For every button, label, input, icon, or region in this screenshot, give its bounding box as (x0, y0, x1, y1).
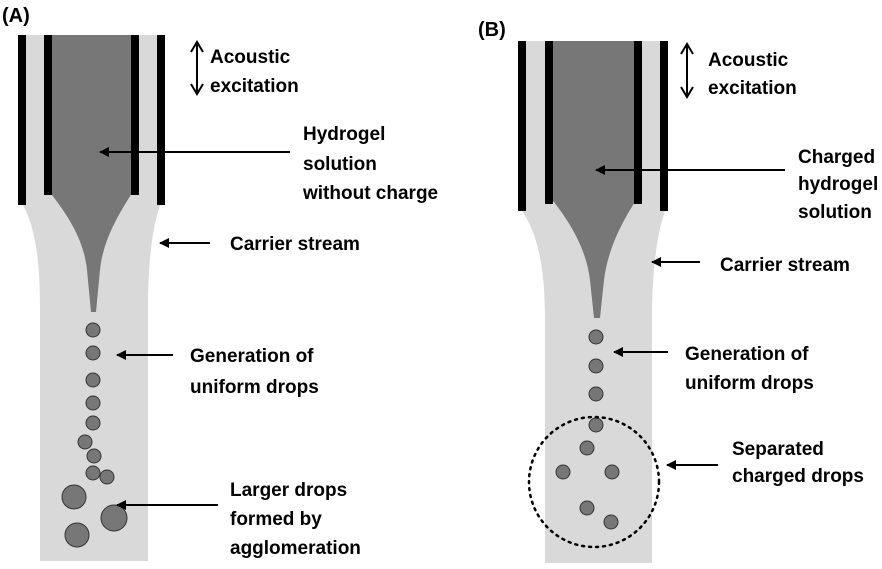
large-drop (100, 504, 128, 532)
panel-a-hydrogel-label: Hydrogel (303, 124, 385, 145)
panel-a-carrier-label: Carrier stream (230, 234, 360, 255)
panel-b-separated-label: charged drops (732, 466, 864, 487)
drop (77, 434, 93, 450)
drop (85, 322, 101, 338)
large-drop (64, 522, 90, 548)
drop (604, 464, 620, 480)
panel-b-acoustic-label: Acoustic (708, 50, 789, 71)
panel-b-inner-wall-right (634, 41, 642, 204)
panel-b-outer-wall-right (660, 41, 668, 211)
large-drop (61, 484, 87, 510)
drop (555, 464, 571, 480)
panel-a-hydrogel-label: without charge (302, 183, 438, 204)
panel-b-drops (555, 329, 620, 530)
panel-a-hydrogel-label: solution (303, 154, 377, 175)
drop (588, 417, 604, 433)
panel-a-acoustic-label: Acoustic (210, 47, 291, 68)
panel-b-generation-label: uniform drops (685, 373, 814, 394)
panel-b-separated-label: Separated (732, 439, 824, 460)
panel-b-charged-label: Charged (798, 147, 875, 168)
drop (588, 358, 604, 374)
drop (588, 386, 604, 402)
panel-a-outer-wall-left (18, 35, 26, 205)
panel-a-label: (A) (2, 5, 30, 27)
drop (603, 514, 619, 530)
panel-b-outer-wall-left (518, 41, 526, 211)
panel-a-larger-label: formed by (230, 509, 322, 530)
drop (99, 469, 115, 485)
panel-a-generation-label: uniform drops (190, 377, 319, 398)
panel-b-inner-wall-left (545, 41, 553, 204)
panel-a-drops (61, 322, 128, 548)
drop (86, 448, 102, 464)
panel-a-hydrogel-core (48, 35, 134, 312)
panel-a-inner-wall-left (44, 35, 52, 195)
drop (85, 345, 101, 361)
panel-b-acoustic-label: excitation (708, 78, 797, 99)
panel-b-generation-label: Generation of (685, 344, 809, 365)
drop (579, 440, 595, 456)
panel-b-hydrogel-core (550, 41, 638, 318)
panel-b-label: (B) (478, 19, 506, 41)
drop (85, 372, 101, 388)
panel-b-acoustic-arrow (680, 42, 694, 99)
drop (85, 465, 101, 481)
panel-a-outer-wall-right (157, 35, 165, 205)
drop (579, 500, 595, 516)
panel-a-larger-label: Larger drops (230, 480, 347, 501)
drop (588, 329, 604, 345)
panel-b: (B) (478, 19, 878, 563)
drop (85, 395, 101, 411)
panel-a-acoustic-label: excitation (210, 76, 299, 97)
panel-a: (A) (2, 5, 438, 561)
panel-a-inner-wall-right (131, 35, 139, 195)
panel-b-charged-label: hydrogel (798, 174, 878, 195)
panel-b-carrier-label: Carrier stream (720, 255, 850, 276)
panel-a-acoustic-arrow (190, 40, 204, 96)
drop (85, 415, 101, 431)
panel-b-charged-label: solution (798, 202, 872, 223)
panel-a-generation-label: Generation of (190, 346, 314, 367)
panel-a-larger-label: agglomeration (230, 538, 361, 559)
panel-b-separation-circle (527, 415, 661, 549)
